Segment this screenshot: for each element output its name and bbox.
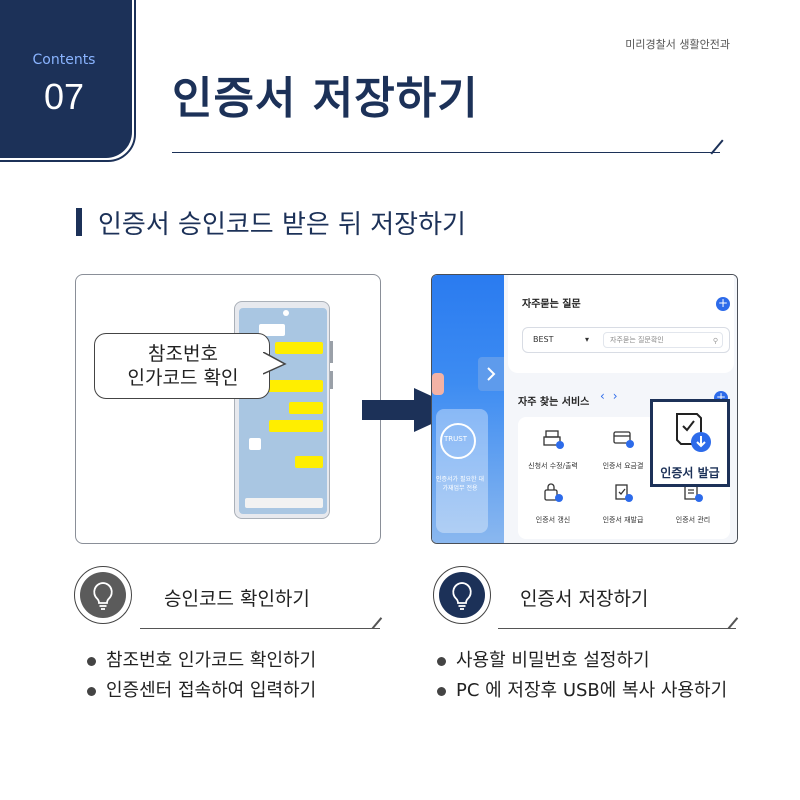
services-pager[interactable]: ‹› <box>600 389 626 403</box>
trust-seal-icon <box>440 423 476 459</box>
section-marker <box>76 208 82 236</box>
service-item-reissue[interactable]: 인증서 재발급 <box>602 516 644 524</box>
certificate-reissue-icon <box>615 484 633 502</box>
chevron-down-icon: ▾ <box>585 335 590 344</box>
app-main-content: 자주묻는 질문 + BEST ▾ 자주묻는 질문확인 ⚲ 자주 찾는 서비스 ‹… <box>504 275 737 543</box>
printer-icon <box>543 430 564 449</box>
chevron-right-icon <box>487 367 496 381</box>
certificate-issue-highlight[interactable]: 인증서 발급 <box>650 399 730 487</box>
phone-side-button <box>330 341 333 363</box>
chat-bubble-sent <box>289 402 323 414</box>
lock-refresh-icon <box>544 483 563 502</box>
step-1-bullets: 참조번호 인가코드 확인하기 인증센터 접속하여 입력하기 <box>84 646 316 706</box>
step-1-badge <box>74 566 132 624</box>
faq-search-input[interactable]: 자주묻는 질문확인 ⚲ <box>603 332 723 348</box>
step-1-divider <box>140 628 380 629</box>
faq-search-placeholder: 자주묻는 질문확인 <box>610 336 664 344</box>
faq-category-value: BEST <box>533 335 554 344</box>
callout-line-2: 인가코드 확인 <box>127 367 239 389</box>
page-title: 인증서 저장하기 <box>172 73 479 124</box>
phone-camera <box>283 310 289 316</box>
faq-title: 자주묻는 질문 <box>522 299 581 310</box>
chat-input-bar <box>245 498 323 508</box>
services-title: 자주 찾는 서비스 <box>518 397 590 408</box>
service-item-manage[interactable]: 인증서 관리 <box>675 516 711 524</box>
service-item-application[interactable]: 신청서 수정/출력 <box>528 462 578 470</box>
chat-bubble-received <box>249 438 261 450</box>
banner-next-tab[interactable] <box>478 357 504 391</box>
lightbulb-icon <box>452 582 472 610</box>
phone-side-button <box>330 371 333 389</box>
list-item: 사용할 비밀번호 설정하기 <box>434 646 727 676</box>
app-banner: TRUST 인증서가 필요한 대가재업무 전용 <box>432 275 504 543</box>
banner-hand-illustration <box>432 373 444 395</box>
service-item-payment[interactable]: 인증서 요금결 <box>602 462 644 470</box>
reference-code-callout: 참조번호 인가코드 확인 <box>94 333 287 399</box>
step-2-title: 인증서 저장하기 <box>520 588 649 610</box>
phone-illustration-panel: 참조번호 인가코드 확인 <box>75 274 381 544</box>
certificate-download-icon <box>676 413 711 452</box>
chat-bubble-sent <box>263 380 323 392</box>
section-title: 인증서 승인코드 받은 뒤 저장하기 <box>98 210 466 240</box>
lightbulb-icon <box>93 582 113 610</box>
chat-bubble-sent <box>269 420 323 432</box>
contents-badge <box>0 0 132 158</box>
contents-number: 07 <box>43 76 85 117</box>
banner-caption: 인증서가 필요한 대가재업무 전용 <box>436 476 484 492</box>
step-2-bullets: 사용할 비밀번호 설정하기 PC 에 저장후 USB에 복사 사용하기 <box>434 646 727 706</box>
search-icon: ⚲ <box>712 337 718 345</box>
certificate-issue-label: 인증서 발급 <box>660 466 720 480</box>
service-item-renew[interactable]: 인증서 갱신 <box>535 516 571 524</box>
step-2-divider <box>498 628 736 629</box>
list-item: PC 에 저장후 USB에 복사 사용하기 <box>434 676 727 706</box>
card-icon <box>613 431 634 448</box>
list-item: 참조번호 인가코드 확인하기 <box>84 646 316 676</box>
faq-card: 자주묻는 질문 + BEST ▾ 자주묻는 질문확인 ⚲ <box>508 275 734 373</box>
title-divider <box>172 152 720 153</box>
certificate-app-screenshot: TRUST 인증서가 필요한 대가재업무 전용 자주묻는 질문 + BEST ▾… <box>431 274 738 544</box>
trust-seal-text: TRUST <box>444 435 467 443</box>
chat-bubble-received <box>259 324 285 336</box>
callout-pointer <box>263 352 287 375</box>
faq-more-button[interactable]: + <box>716 296 730 311</box>
list-item: 인증센터 접속하여 입력하기 <box>84 676 316 706</box>
chat-bubble-sent <box>295 456 323 468</box>
contents-label: Contents <box>32 52 96 68</box>
faq-search-bar: BEST ▾ 자주묻는 질문확인 ⚲ <box>522 327 730 353</box>
department-label: 미리경찰서 생활안전과 <box>625 38 730 51</box>
chat-bubble-sent <box>275 342 323 354</box>
step-2-badge <box>433 566 491 624</box>
faq-category-select[interactable]: BEST ▾ <box>529 332 599 348</box>
callout-line-1: 참조번호 <box>148 343 218 365</box>
step-1-title: 승인코드 확인하기 <box>164 588 310 610</box>
